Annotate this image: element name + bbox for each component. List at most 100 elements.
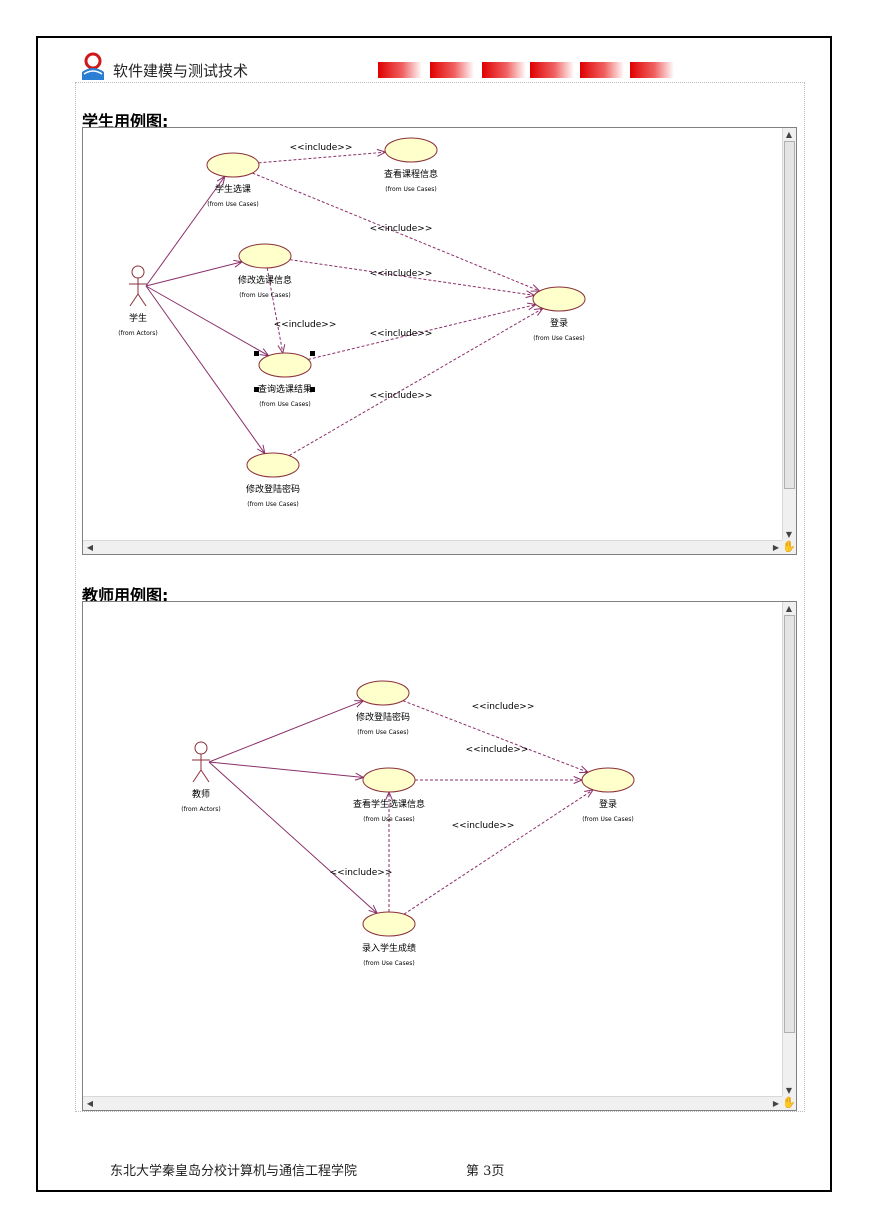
use-case-from: (from Use Cases) — [207, 201, 258, 208]
use-case-from: (from Use Cases) — [363, 960, 414, 967]
horizontal-scrollbar[interactable]: ◀ ▶ — [83, 1096, 783, 1110]
include-label: <<include>> — [370, 224, 433, 234]
include-line[interactable] — [289, 259, 535, 296]
use-case-from: (from Use Cases) — [259, 401, 310, 408]
use-case-ellipse — [246, 452, 300, 478]
scroll-up-icon[interactable]: ▲ — [785, 604, 793, 613]
actor-1[interactable]: 教师(from Actors) — [181, 741, 221, 813]
include-label: <<include>> — [370, 269, 433, 279]
include-line[interactable] — [252, 172, 540, 292]
association-line[interactable] — [145, 261, 243, 287]
use-case-name: 修改登陆密码 — [356, 711, 410, 723]
use-case-ellipse — [532, 286, 586, 312]
selection-handle[interactable] — [254, 387, 259, 392]
selection-handle[interactable] — [310, 387, 315, 392]
use-case-uc3[interactable]: 录入学生成绩 (from Use Cases) — [362, 911, 416, 967]
include-arrowhead — [533, 307, 544, 316]
include-label: <<include>> — [274, 320, 337, 330]
use-case-from: (from Use Cases) — [357, 729, 408, 736]
pan-hand-icon[interactable]: ✋ — [782, 540, 796, 554]
include-line[interactable] — [288, 307, 544, 457]
actor-name: 教师 — [192, 788, 210, 800]
association-line[interactable] — [208, 761, 364, 778]
association-line[interactable] — [208, 700, 364, 763]
student-diagram-heading: 学生用例图: — [82, 112, 169, 131]
use-case-ellipse — [238, 243, 292, 269]
association-line[interactable] — [145, 285, 269, 357]
use-case-uc5[interactable]: 修改登陆密码(from Use Cases) — [246, 452, 300, 508]
scroll-right-icon[interactable]: ▶ — [772, 543, 780, 552]
footer-page-number: 第 3页 — [466, 1164, 505, 1179]
include-line[interactable] — [402, 700, 589, 773]
use-case-uc4[interactable]: 登录 (from Use Cases) — [581, 767, 635, 823]
scroll-up-icon[interactable]: ▲ — [785, 130, 793, 139]
scroll-left-icon[interactable]: ◀ — [86, 543, 94, 552]
actor-leg — [129, 293, 139, 307]
teacher-diagram-heading: 教师用例图: — [82, 586, 169, 605]
use-case-name: 登录 — [599, 799, 617, 810]
association-line[interactable] — [145, 285, 266, 454]
use-case-uc3[interactable]: 修改选课信息 (from Use Cases) — [238, 243, 292, 299]
content-frame — [75, 82, 805, 1112]
use-case-ellipse — [258, 352, 312, 378]
include-arrowhead — [525, 290, 536, 299]
include-label: <<include>> — [452, 821, 515, 831]
use-case-uc2[interactable]: 查看学生选课信息(from Use Cases) — [353, 767, 425, 823]
include-line[interactable] — [307, 304, 537, 360]
use-case-ellipse — [356, 680, 410, 706]
use-case-name: 查看课程信息 — [384, 168, 438, 180]
use-case-ellipse — [362, 767, 416, 793]
use-case-from: (from Use Cases) — [385, 186, 436, 193]
scroll-right-icon[interactable]: ▶ — [772, 1099, 780, 1108]
selection-handle[interactable] — [310, 351, 315, 356]
use-case-uc1[interactable]: 修改登陆密码 (from Use Cases) — [356, 680, 410, 736]
include-line[interactable] — [266, 267, 284, 354]
pan-hand-icon[interactable]: ✋ — [782, 1096, 796, 1110]
student-diagram-window[interactable]: <<include>> <<include>> <<include>> <<inclu… — [82, 127, 797, 555]
include-label: <<include>> — [370, 391, 433, 401]
actor-head — [131, 265, 145, 279]
use-case-uc4[interactable]: 查询选课结果(from Use Cases) — [254, 351, 315, 408]
association-arrowhead — [259, 348, 270, 357]
actor-head — [194, 741, 208, 755]
scroll-down-icon[interactable]: ▼ — [785, 1086, 793, 1095]
include-label: <<include>> — [330, 868, 393, 878]
association-line[interactable] — [145, 176, 226, 287]
include-label: <<include>> — [290, 143, 353, 153]
use-case-uc6[interactable]: 登录(from Use Cases) — [532, 286, 586, 342]
vertical-scrollbar[interactable]: ▲ ▼ — [782, 602, 796, 1098]
teacher-use-case-diagram: <<include>><<include>><<include>><<inclu… — [181, 680, 635, 967]
association-line[interactable] — [208, 761, 378, 914]
use-case-ellipse — [384, 137, 438, 163]
teacher-diagram-window[interactable]: <<include>><<include>><<include>><<inclu… — [82, 601, 797, 1111]
selection-handle[interactable] — [254, 351, 259, 356]
use-case-from: (from Use Cases) — [533, 335, 584, 342]
document-title: 软件建模与测试技术 — [113, 62, 249, 80]
actor-leg — [137, 293, 147, 307]
page-border — [36, 36, 832, 1192]
school-logo-icon — [82, 52, 104, 80]
actor-name: 学生 — [129, 312, 147, 324]
use-case-from: (from Use Cases) — [582, 816, 633, 823]
scroll-thumb[interactable] — [784, 141, 795, 489]
use-case-uc1[interactable]: 学生选课 (from Use Cases) — [206, 152, 260, 208]
use-case-from: (from Use Cases) — [239, 292, 290, 299]
actor-leg — [192, 769, 202, 783]
include-label: <<include>> — [466, 745, 529, 755]
include-arrowhead — [277, 344, 286, 355]
actor-0[interactable]: 学生(from Actors) — [118, 265, 158, 337]
scroll-down-icon[interactable]: ▼ — [785, 530, 793, 539]
scroll-left-icon[interactable]: ◀ — [86, 1099, 94, 1108]
use-case-name: 学生选课 — [215, 183, 251, 195]
horizontal-scrollbar[interactable]: ◀ ▶ — [83, 540, 783, 554]
vertical-scrollbar[interactable]: ▲ ▼ — [782, 128, 796, 542]
use-case-name: 录入学生成绩 — [362, 942, 416, 954]
scroll-thumb[interactable] — [784, 615, 795, 1033]
include-line[interactable] — [403, 789, 594, 915]
use-case-name: 修改选课信息 — [238, 274, 292, 286]
footer-institution: 东北大学秦皇岛分校计算机与通信工程学院 — [110, 1164, 358, 1179]
include-arrowhead — [584, 789, 595, 798]
use-case-uc2[interactable]: 查看课程信息 (from Use Cases) — [384, 137, 438, 193]
use-case-from: (from Use Cases) — [247, 501, 298, 508]
include-line[interactable] — [258, 151, 386, 164]
